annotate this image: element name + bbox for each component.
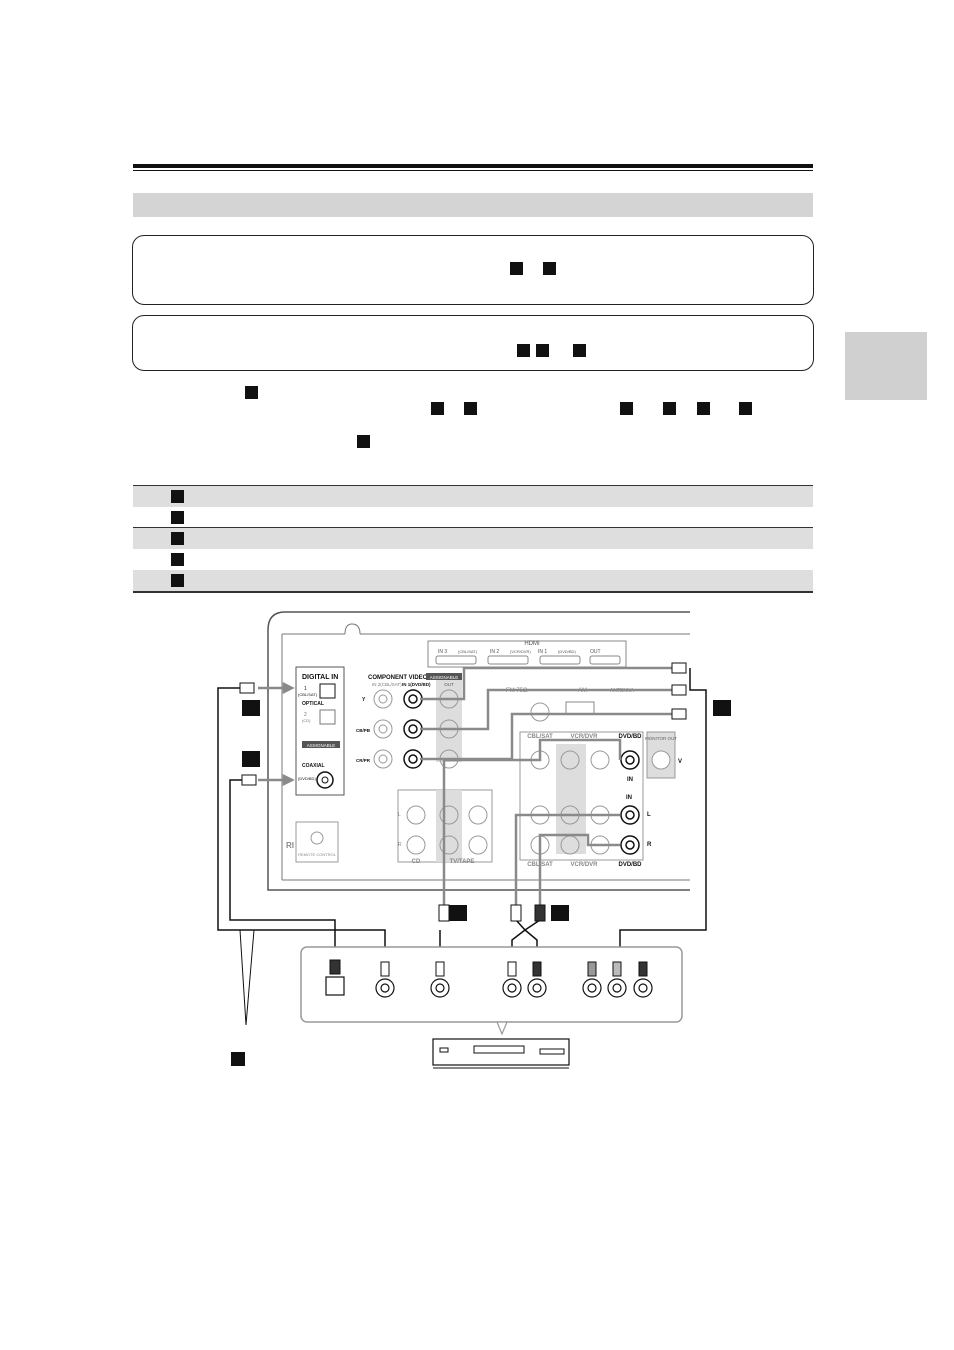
optical-label: OPTICAL [302,701,324,707]
ref-marker [536,344,549,357]
table-rule [133,485,813,487]
component-out: OUT [444,682,454,687]
ref-marker [510,262,523,275]
notice-box-1 [132,235,814,305]
table-rule [133,527,813,529]
hdmi-in1: IN 1 [538,649,547,655]
ref-marker [464,402,477,415]
ref-marker [739,402,752,415]
body-paragraph [133,380,813,450]
component-in2: IN 2(CBL/SAT) [372,682,402,687]
component-title: COMPONENT VIDEO [368,675,428,681]
dvd-in-label: IN [627,777,633,783]
remote-control-label: REMOTE CONTROL [298,852,337,857]
table-row [133,570,813,591]
vcr-dvr-bottom: VCR/DVR [570,862,598,868]
header-rule-thin [133,170,813,171]
hdmi-in1-sub: (DVD/BD) [558,649,576,654]
row-marker [171,532,184,545]
component-assignable: ASSIGNABLE [430,675,459,680]
component-in1: IN 1(DVD/BD) [402,682,431,687]
cd-l-label: L [398,812,401,818]
section-heading-band [133,193,813,217]
audio-in-label: IN [626,795,632,801]
hdmi-out: OUT [590,649,601,655]
cbl-sat-label: CBL/SAT [527,734,553,740]
dvd-bd-bottom-label: DVD/BD [618,862,642,868]
notice-box-2 [132,315,814,371]
table-row [133,507,813,528]
monitor-out-label: MONITOR OUT [645,736,677,741]
table-row [133,486,813,507]
header-rule-thick [133,164,813,168]
optical-1-sub: (CBL/SAT) [298,692,318,697]
digital-assignable: ASSIGNABLE [307,743,336,748]
component-cr: CR/PR [356,758,371,763]
hdmi-title: HDMI [524,641,540,647]
row-marker [171,574,184,587]
component-y: Y [362,697,366,703]
table-row [133,528,813,549]
hdmi-in3-sub: (CBL/SAT) [458,649,478,654]
audio-r-label: R [647,842,652,848]
ref-marker [245,386,258,399]
row-marker [171,511,184,524]
monitor-v-label: V [678,759,682,765]
optical-2-sub: (CD) [302,718,311,723]
coaxial-label: COAXIAL [302,763,325,769]
table-rule [133,591,813,593]
ref-marker [431,402,444,415]
coaxial-sub: (DVD/BD) [298,776,316,781]
row-marker [171,490,184,503]
hdmi-in2-sub: (VCR/DVR) [510,649,531,654]
component-cb: CB/PB [356,728,371,733]
audio-l-label: L [647,812,651,818]
hdmi-in3: IN 3 [438,649,447,655]
tv-tape-label: TV/TAPE [450,859,475,865]
ref-marker [357,435,370,448]
chapter-side-tab [845,332,927,400]
ref-marker [663,402,676,415]
digital-in-title: DIGITAL IN [302,674,338,681]
ref-marker [573,344,586,357]
table-row [133,549,813,570]
ref-marker [543,262,556,275]
ri-label: RI [286,841,294,850]
ref-marker [620,402,633,415]
vcr-dvr-label: VCR/DVR [570,734,598,740]
optical-2: 2 [304,712,307,718]
cd-r-label: R [398,842,402,848]
optical-1: 1 [304,686,307,692]
dvd-bd-label: DVD/BD [618,734,642,740]
ref-marker [697,402,710,415]
row-marker [171,553,184,566]
cd-label: CD [412,859,421,865]
hdmi-in2: IN 2 [490,649,499,655]
ref-marker [517,344,530,357]
